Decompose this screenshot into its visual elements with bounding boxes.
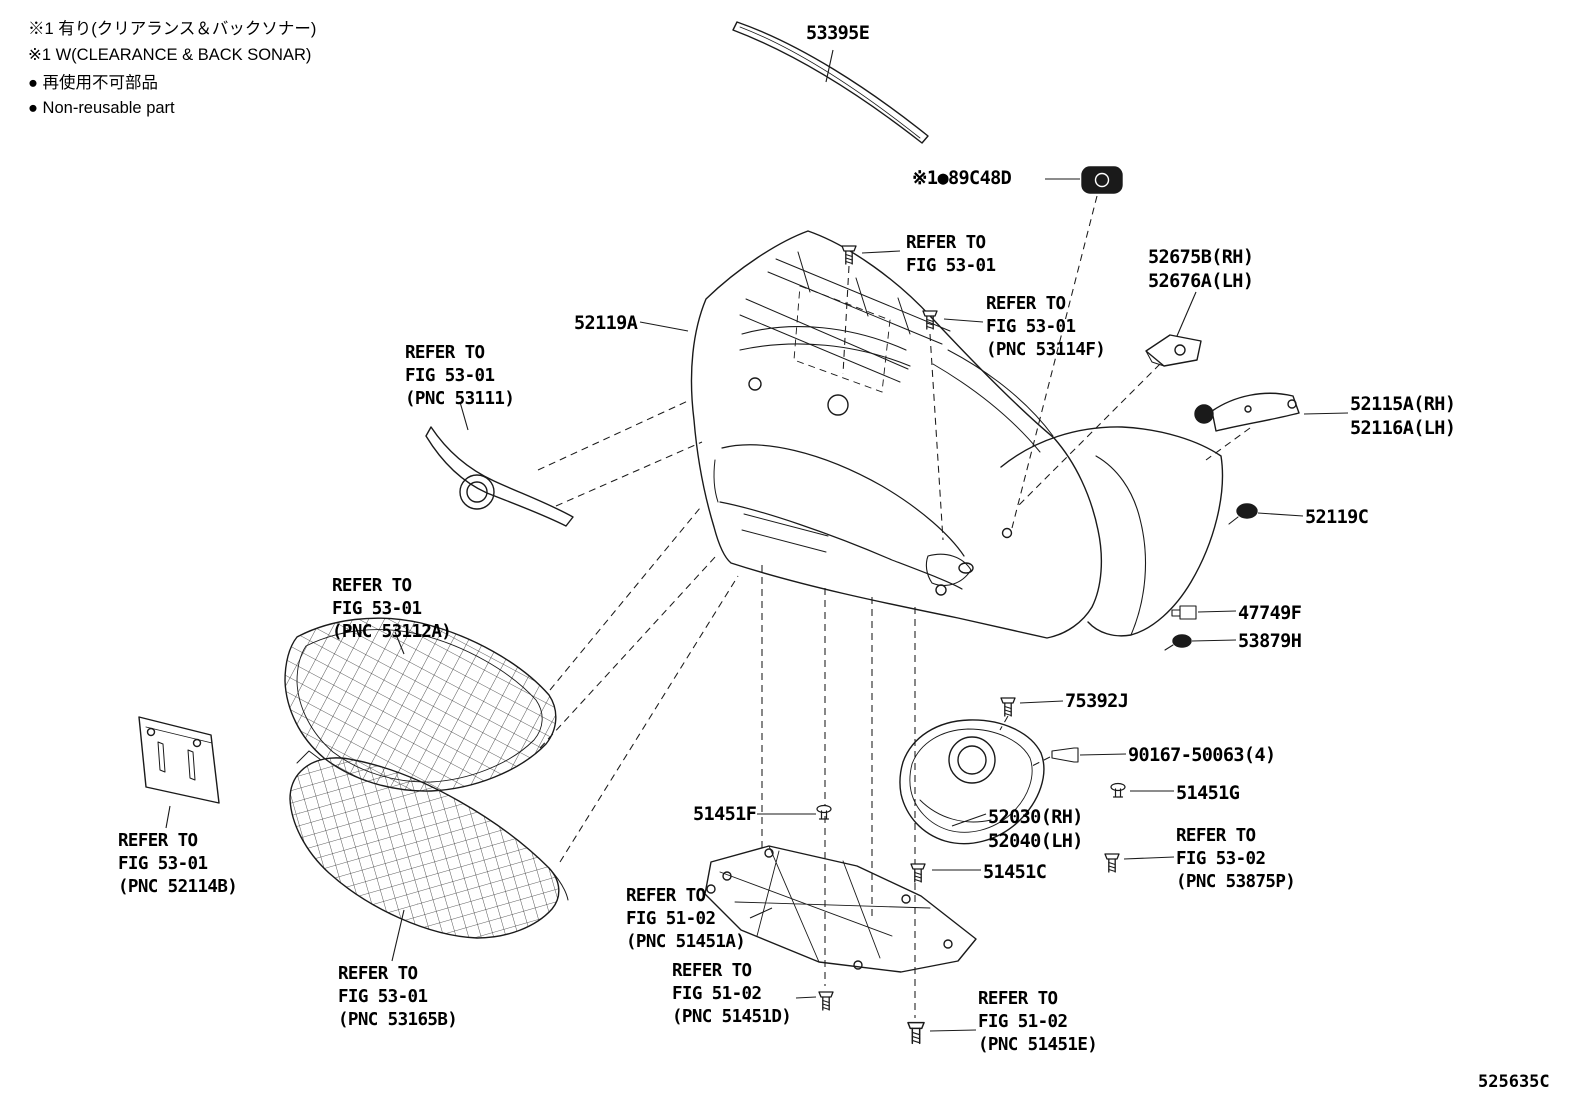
legend-nonreusable-jp: ● 再使用不可部品 [28,74,159,92]
part-label-51451C: 51451C [983,862,1047,883]
part-label-89C48D: ※1●89C48D [912,168,1012,189]
bumper-retainer-art [1194,392,1300,432]
part-label-52115A-52116A: 52115A(RH) 52116A(LH) [1350,394,1456,440]
radiator-grille-strip-art [425,426,574,527]
legend-note-jp: ※1 有り(クリアランス＆バックソナー) [28,20,317,38]
upper-grille-art [284,617,557,792]
ref-label-pnc-51451D: REFER TO FIG 51-02 (PNC 51451D) [672,961,792,1027]
fog-lamp-bezel-art [899,719,1045,845]
dashed-construction-lines [537,195,1251,1018]
part-label-51451F: 51451F [693,804,757,825]
license-plate-bracket-art [138,716,220,804]
leader-lines [165,49,1349,1032]
ref-label-pnc-51451A: REFER TO FIG 51-02 (PNC 51451A) [626,886,746,952]
fastener-icons [816,245,1258,1045]
part-label-52675B-52676A: 52675B(RH) 52676A(LH) [1148,247,1254,293]
legend-nonreusable-en: ● Non-reusable part [28,99,175,117]
lower-grille-art [289,750,569,939]
ref-label-pnc-53165B: REFER TO FIG 53-01 (PNC 53165B) [338,964,458,1030]
fender-side-art [1000,426,1224,637]
ref-label-pnc-53114F: REFER TO FIG 53-01 (PNC 53114F) [986,294,1106,360]
part-label-53395E: 53395E [806,23,870,44]
ref-label-pnc-53875P: REFER TO FIG 53-02 (PNC 53875P) [1176,826,1296,892]
ref-label-fig53-01-top: REFER TO FIG 53-01 [906,233,996,276]
part-label-52030-52040: 52030(RH) 52040(LH) [988,807,1083,853]
part-label-52119A: 52119A [574,313,638,334]
part-label-51451G: 51451G [1176,783,1240,804]
engine-under-cover-art [704,845,977,973]
part-label-90167-50063: 90167-50063(4) [1128,745,1276,766]
part-label-75392J: 75392J [1065,691,1129,712]
bumper-bracket-art [1145,334,1202,367]
ref-label-pnc-51451E: REFER TO FIG 51-02 (PNC 51451E) [978,989,1098,1055]
ref-label-pnc-52114B: REFER TO FIG 53-01 (PNC 52114B) [118,831,238,897]
sonar-sensor-icon [1081,166,1123,194]
ref-label-pnc-53111: REFER TO FIG 53-01 (PNC 53111) [405,343,515,409]
diagram-code: 525635C [1478,1072,1550,1092]
bumper-cover-art [690,230,1103,639]
hood-molding-art [732,21,929,144]
legend-note-en: ※1 W(CLEARANCE & BACK SONAR) [28,46,312,64]
part-label-52119C: 52119C [1305,507,1369,528]
part-label-53879H: 53879H [1238,631,1302,652]
ref-label-pnc-53112A: REFER TO FIG 53-01 (PNC 53112A) [332,576,452,642]
part-label-47749F: 47749F [1238,603,1302,624]
